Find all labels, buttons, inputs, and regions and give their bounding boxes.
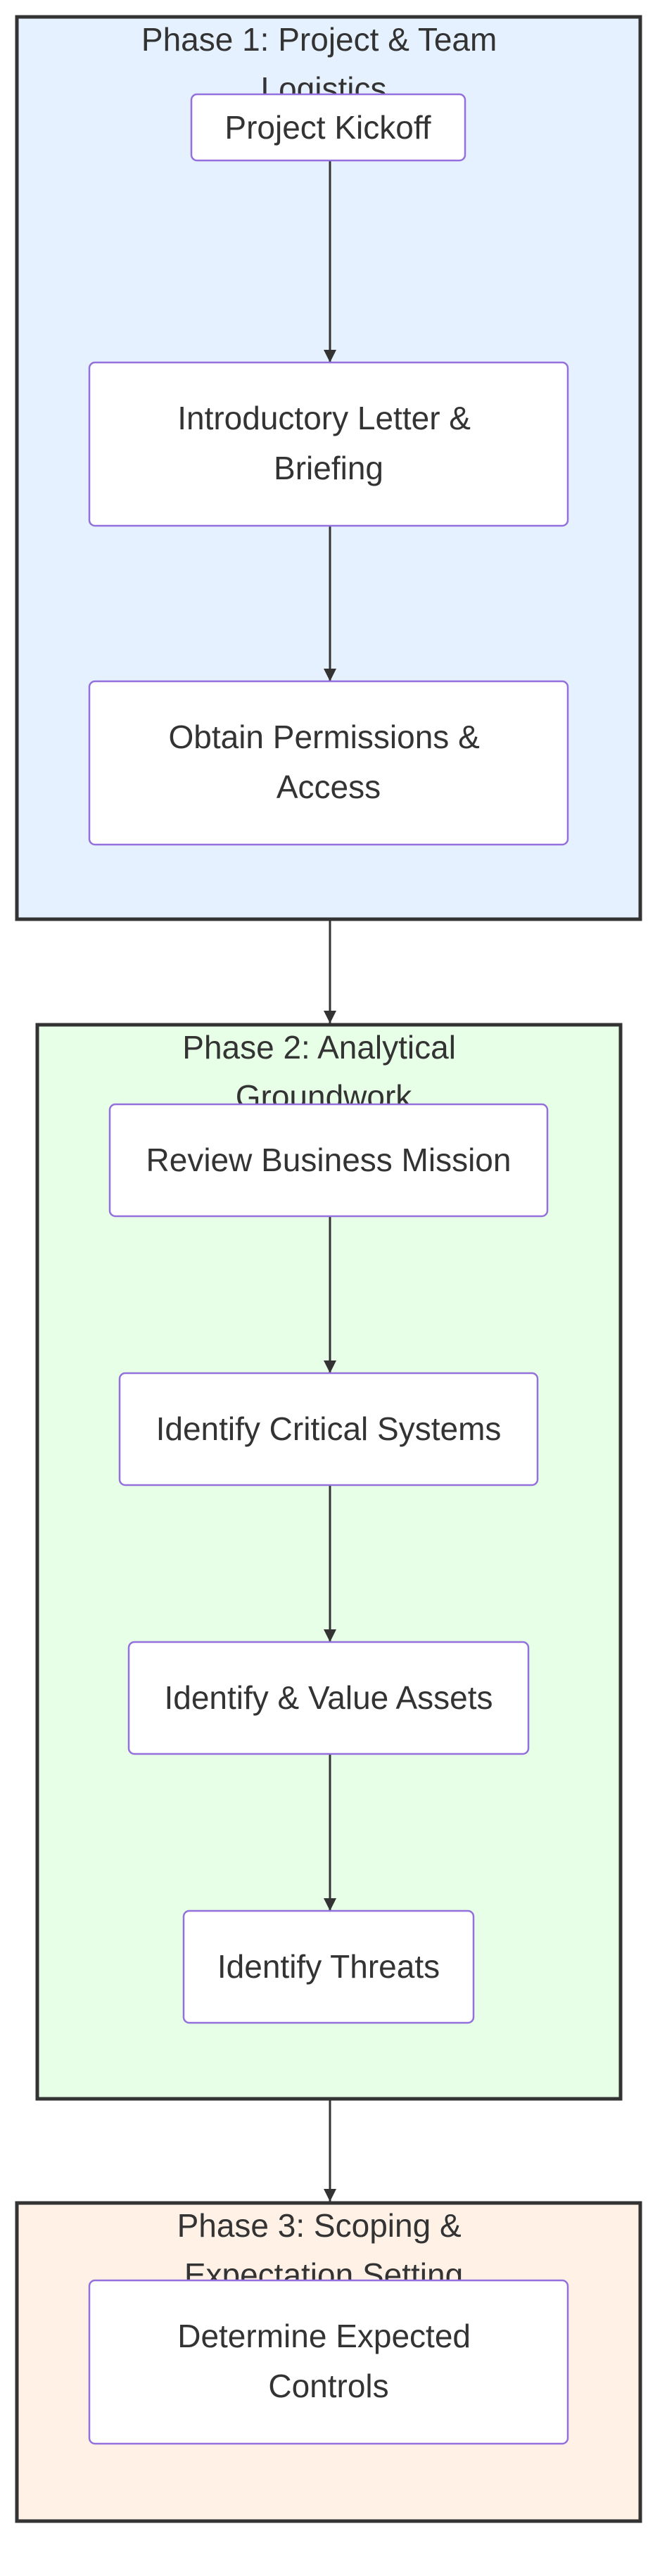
node-label-line-2: Access [277,769,381,805]
node-identify-value-assets[interactable]: Identify & Value Assets [127,1641,530,1755]
node-label-line-1: Identify Threats [217,1948,440,1985]
node-box [88,2279,569,2445]
node-box [88,680,569,846]
phase2-title-line-1: Phase 2: Analytical [182,1029,456,1066]
node-box [127,1641,530,1755]
node-label-line-1: Identify Critical Systems [156,1410,502,1447]
node-box [118,1372,539,1486]
node-label-line-1: Review Business Mission [146,1142,512,1178]
node-determine-expected-controls[interactable]: Determine Expected Controls [88,2279,569,2445]
node-label-line-1: Identify & Value Assets [164,1679,493,1716]
node-label: Introductory Letter & Briefing [177,400,480,486]
node-label: Obtain Permissions & Access [168,719,488,805]
node-label-line-2: Briefing [274,450,383,486]
node-box [88,361,569,527]
node-label: Identify Critical Systems [156,1410,502,1447]
phase1-title: Phase 1: Project & Team Logistics [141,21,506,107]
node-label: Identify & Value Assets [164,1679,493,1716]
node-label: Identify Threats [217,1948,440,1985]
phase1-title-line-1: Phase 1: Project & Team [141,21,497,58]
node-box [108,1103,549,1218]
node-label-line-1: Determine Expected [177,2318,471,2354]
node-review-business-mission[interactable]: Review Business Mission [108,1103,549,1218]
phase3-title-line-1: Phase 3: Scoping & [177,2207,462,2244]
node-obtain-permissions-access[interactable]: Obtain Permissions & Access [88,680,569,846]
node-label-line-1: Introductory Letter & [177,400,471,436]
node-introductory-letter-briefing[interactable]: Introductory Letter & Briefing [88,361,569,527]
node-label: Project Kickoff [224,109,431,146]
node-label-line-1: Obtain Permissions & [168,719,479,755]
node-label: Determine Expected Controls [177,2318,480,2404]
node-identify-threats[interactable]: Identify Threats [182,1909,475,2024]
node-label: Review Business Mission [146,1142,512,1178]
node-identify-critical-systems[interactable]: Identify Critical Systems [118,1372,539,1486]
node-label-line-1: Project Kickoff [224,109,431,146]
node-project-kickoff[interactable]: Project Kickoff [190,93,466,162]
node-box [182,1909,475,2024]
node-label-line-2: Controls [268,2368,388,2404]
node-box [190,93,466,162]
